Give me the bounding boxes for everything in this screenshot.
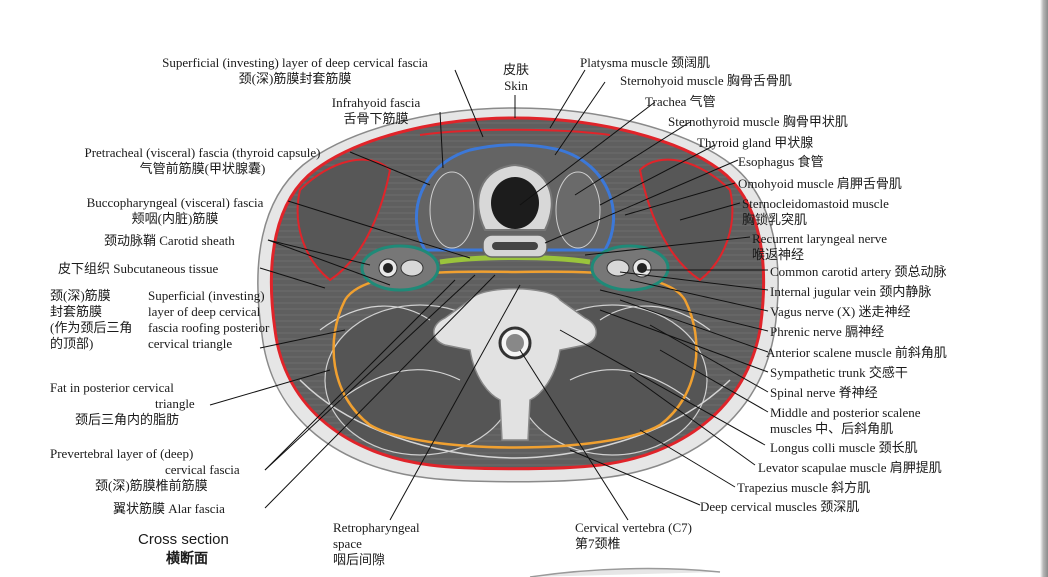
label-sternohyoid: Sternohyoid muscle 胸骨舌骨肌 [620,73,792,88]
label-longus-colli: Longus colli muscle 颈长肌 [770,440,918,455]
label-investing-layer: Superficial (investing) layer of deep ce… [162,55,428,86]
label-platysma: Platysma muscle 颈阔肌 [580,55,710,70]
bottom-skin-fragment [529,567,721,577]
sternocleidomastoid-right [638,158,734,282]
label-common-carotid-artery: Common carotid artery 颈总动脉 [770,264,947,279]
trapezius-band [299,379,731,459]
label-omohyoid: Omohyoid muscle 肩胛舌骨肌 [738,176,902,191]
caption-cross-section: Cross section 横断面 [138,531,229,566]
label-middle-posterior-scalene: Middle and posterior scalene muscles 中、后… [770,405,921,436]
label-investing-zh: 颈(深)筋膜 封套筋膜 (作为颈后三角 的顶部) [50,288,133,351]
label-prevertebral-fascia: Prevertebral layer of (deep) cervical fa… [50,446,240,493]
label-phrenic-nerve: Phrenic nerve 膈神经 [770,324,885,339]
label-trachea: Trachea 气管 [645,94,716,109]
label-sternocleidomastoid: Sternocleidomastoid muscle 胸锁乳突肌 [742,196,889,227]
label-levator-scapulae: Levator scapulae muscle 肩胛提肌 [758,460,942,475]
label-deep-cervical-muscles: Deep cervical muscles 颈深肌 [700,499,860,514]
label-esophagus: Esophagus 食管 [738,154,824,169]
label-retropharyngeal-space: Retropharyngeal space 咽后间隙 [333,520,420,567]
trachea-lumen [491,177,539,229]
label-thyroid-gland: Thyroid gland 甲状腺 [697,135,814,150]
label-skin: 皮肤 Skin [502,62,529,93]
label-sympathetic-trunk: Sympathetic trunk 交感干 [770,365,908,380]
prevertebral-fascia [332,270,698,449]
label-alar-fascia: 翼状筋膜 Alar fascia [113,501,225,516]
label-trapezius: Trapezius muscle 斜方肌 [737,480,871,495]
label-fat-posterior-triangle: Fat in posterior cervical triangle 颈后三角内… [50,380,195,427]
page-edge-shadow [1040,0,1048,577]
label-pretracheal-fascia: Pretracheal (visceral) fascia (thyroid c… [84,145,321,176]
sternocleidomastoid-left [296,158,392,282]
thyroid-lobe-left [429,171,475,249]
carotid-sheath-left [360,244,440,292]
label-internal-jugular-vein: Internal jugular vein 颈内静脉 [770,284,932,299]
label-cervical-vertebra: Cervical vertebra (C7) 第7颈椎 [575,520,692,551]
label-vagus-nerve: Vagus nerve (X) 迷走神经 [770,304,911,319]
cervical-vertebra [433,288,597,441]
label-spinal-nerve: Spinal nerve 脊神经 [770,385,878,400]
label-infrahyoid-fascia: Infrahyoid fascia 舌骨下筋膜 [331,95,421,126]
label-recurrent-laryngeal-nerve: Recurrent laryngeal nerve 喉返神经 [752,231,887,262]
label-carotid-sheath: 颈动脉鞘 Carotid sheath [104,233,235,248]
label-subcutaneous-tissue: 皮下组织 Subcutaneous tissue [58,261,219,276]
label-investing-posterior: Superficial (investing) layer of deep ce… [148,288,270,351]
label-anterior-scalene: Anterior scalene muscle 前斜角肌 [766,345,947,360]
carotid-sheath-right [590,244,670,292]
thyroid-lobe-right [555,171,601,249]
label-sternothyroid: Sternothyroid muscle 胸骨甲状肌 [668,114,848,129]
label-buccopharyngeal-fascia: Buccopharyngeal (visceral) fascia 颊咽(内脏)… [86,195,264,226]
leader-lines [209,69,769,521]
